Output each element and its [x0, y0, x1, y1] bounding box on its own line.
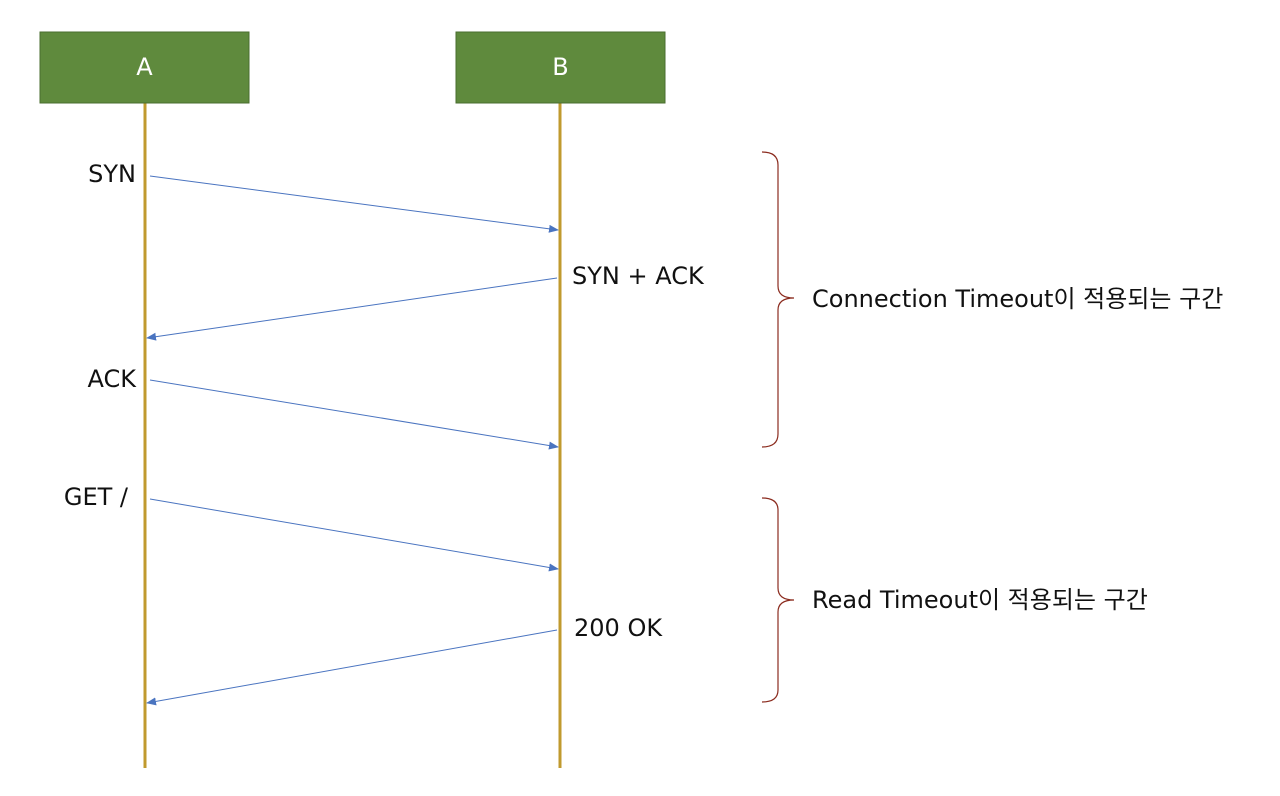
participant-a-label: A — [136, 53, 153, 81]
read-brace — [761, 497, 795, 703]
get-label: GET / — [64, 483, 129, 511]
syn-ack-arrow — [146, 277, 558, 341]
participant-a: A — [39, 31, 250, 104]
connection-brace — [761, 151, 795, 448]
ack-label: ACK — [88, 365, 138, 393]
syn-arrow — [149, 175, 559, 233]
ok-label: 200 OK — [574, 614, 663, 642]
participant-a-box — [39, 31, 250, 104]
participant-b-box — [455, 31, 666, 104]
syn-ack-label: SYN + ACK — [572, 262, 705, 290]
get-arrow — [149, 498, 559, 572]
ok-arrow — [146, 629, 558, 706]
syn-label: SYN — [88, 160, 136, 188]
participant-b-label: B — [552, 53, 568, 81]
connection-timeout-label: Connection Timeout이 적용되는 구간 — [812, 285, 1223, 313]
ack-arrow — [149, 379, 559, 450]
read-timeout-label: Read Timeout이 적용되는 구간 — [812, 586, 1148, 614]
participant-b: B — [455, 31, 666, 104]
